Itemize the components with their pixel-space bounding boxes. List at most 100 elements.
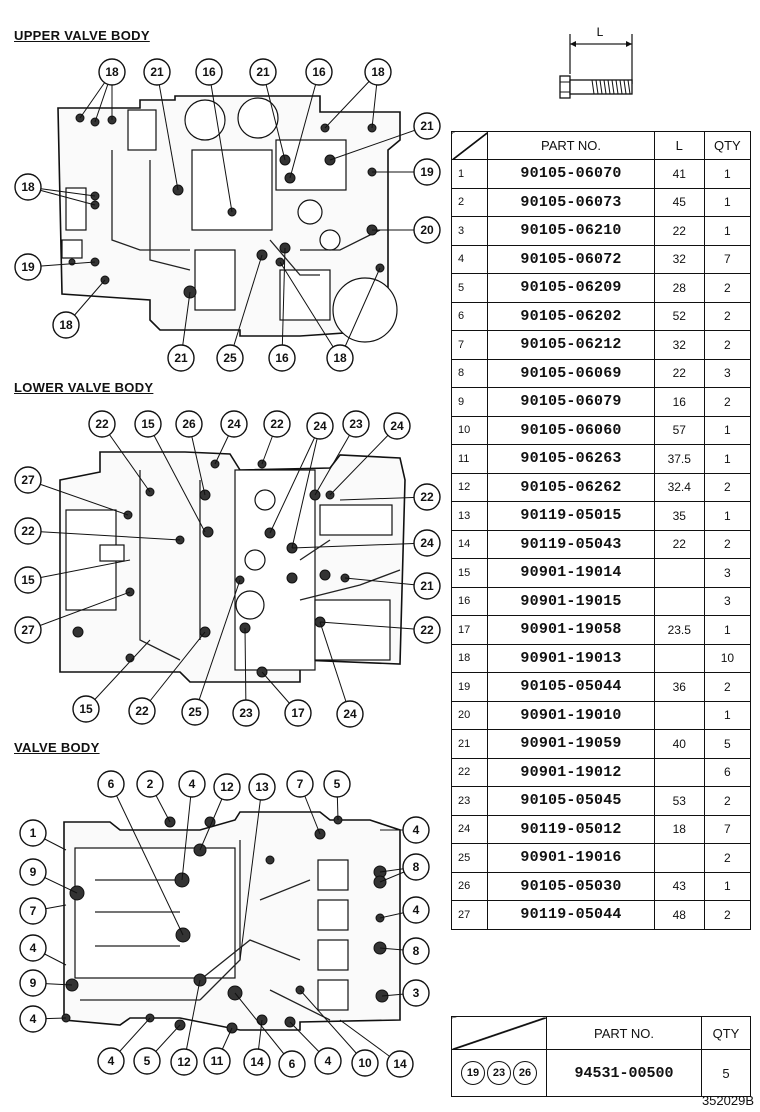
callout-lower-24b: 24 [306, 412, 334, 440]
quantity: 1 [703, 444, 752, 474]
callout-valve-4b: 4 [402, 816, 430, 844]
svg-text:3: 3 [413, 986, 420, 1000]
svg-text:24: 24 [313, 419, 327, 433]
row-index: 16 [450, 586, 489, 616]
svg-text:14: 14 [250, 1055, 264, 1069]
callout-lower-22c: 22 [413, 483, 441, 511]
quantity: 1 [703, 501, 752, 531]
length-dimension-label: L [597, 25, 604, 39]
callout-lower-24c: 24 [383, 412, 411, 440]
part-number: 90105-06212 [487, 330, 655, 360]
svg-text:7: 7 [297, 777, 304, 791]
row-index: 13 [450, 501, 489, 531]
svg-text:5: 5 [334, 777, 341, 791]
bolt-length: 53 [653, 786, 705, 816]
callout-lower-15a: 15 [134, 410, 162, 438]
svg-text:14: 14 [393, 1057, 407, 1071]
callout-lower-24e: 24 [336, 700, 364, 728]
quantity: 3 [703, 358, 752, 388]
callout-valve-4a: 4 [178, 770, 206, 798]
bolt-length: 22 [653, 358, 705, 388]
part-number: 90119-05015 [487, 501, 655, 531]
callout-lower-22a: 22 [88, 410, 116, 438]
callout-upper-19b: 19 [14, 253, 42, 281]
part-number: 90105-06070 [487, 159, 655, 189]
callout-valve-9b: 9 [19, 969, 47, 997]
callout-lower-24d: 24 [413, 529, 441, 557]
svg-text:15: 15 [141, 417, 155, 431]
part-number: 90901-19010 [487, 700, 655, 730]
callout-valve-12a: 12 [213, 773, 241, 801]
svg-text:22: 22 [21, 524, 35, 538]
lower-callouts: 22 15 26 24 22 24 23 24 27 22 22 24 15 2… [14, 410, 441, 728]
bolt-length [653, 700, 705, 730]
row-index: 19 [450, 672, 489, 702]
svg-text:24: 24 [420, 536, 434, 550]
quantity: 3 [703, 558, 752, 588]
quantity: 3 [703, 586, 752, 616]
svg-text:18: 18 [21, 180, 35, 194]
valve-body-diagrams: 18 21 16 21 16 18 21 19 20 18 19 18 21 2… [14, 58, 441, 1078]
quantity: 1 [703, 216, 752, 246]
row-index: 9 [450, 387, 489, 417]
quantity: 1 [703, 187, 752, 217]
bolt-length-legend: L [559, 25, 633, 99]
callout-lower-26: 26 [175, 410, 203, 438]
callout-upper-21c: 21 [413, 112, 441, 140]
row-index: 15 [450, 558, 489, 588]
callout-valve-7a: 7 [286, 770, 314, 798]
svg-text:9: 9 [30, 976, 37, 990]
part-number: 90901-19015 [487, 586, 655, 616]
valve-body-title: VALVE BODY [14, 740, 100, 755]
svg-text:2: 2 [147, 777, 154, 791]
svg-text:6: 6 [108, 777, 115, 791]
bolt-length: 45 [653, 187, 705, 217]
row-index: 2 [450, 187, 489, 217]
svg-text:4: 4 [30, 1012, 37, 1026]
valve-body-drawing [61, 811, 401, 1034]
svg-text:26: 26 [182, 417, 196, 431]
svg-text:22: 22 [95, 417, 109, 431]
svg-text:5: 5 [144, 1054, 151, 1068]
row-index: 27 [450, 900, 489, 930]
quantity: 2 [703, 843, 752, 873]
row-index: 10 [450, 415, 489, 445]
callout-lower-27b: 27 [14, 616, 42, 644]
svg-text:20: 20 [420, 223, 434, 237]
svg-text:18: 18 [333, 351, 347, 365]
part-number: 90901-19013 [487, 643, 655, 673]
svg-text:16: 16 [275, 351, 289, 365]
row-index: 3 [450, 216, 489, 246]
svg-text:12: 12 [177, 1055, 191, 1069]
callout-upper-21a: 21 [143, 58, 171, 86]
callout-valve-4g: 4 [314, 1047, 342, 1075]
svg-text:16: 16 [202, 65, 216, 79]
bolt-length: 41 [653, 159, 705, 189]
row-index: 22 [450, 757, 489, 787]
callout-upper-21d: 21 [167, 344, 195, 372]
bolt-length: 22 [653, 216, 705, 246]
row-index: 7 [450, 330, 489, 360]
svg-text:22: 22 [270, 417, 284, 431]
callout-upper-19a: 19 [413, 158, 441, 186]
header-length: L [653, 131, 705, 160]
part-number: 90105-05044 [487, 672, 655, 702]
svg-text:24: 24 [343, 707, 357, 721]
part-number: 90105-06072 [487, 244, 655, 274]
part-number: 90119-05012 [487, 814, 655, 844]
part-number: 90105-06079 [487, 387, 655, 417]
header-part-no: PART NO. [487, 131, 655, 160]
svg-text:4: 4 [30, 941, 37, 955]
svg-text:21: 21 [420, 119, 434, 133]
svg-text:21: 21 [420, 579, 434, 593]
callout-upper-16a: 16 [195, 58, 223, 86]
